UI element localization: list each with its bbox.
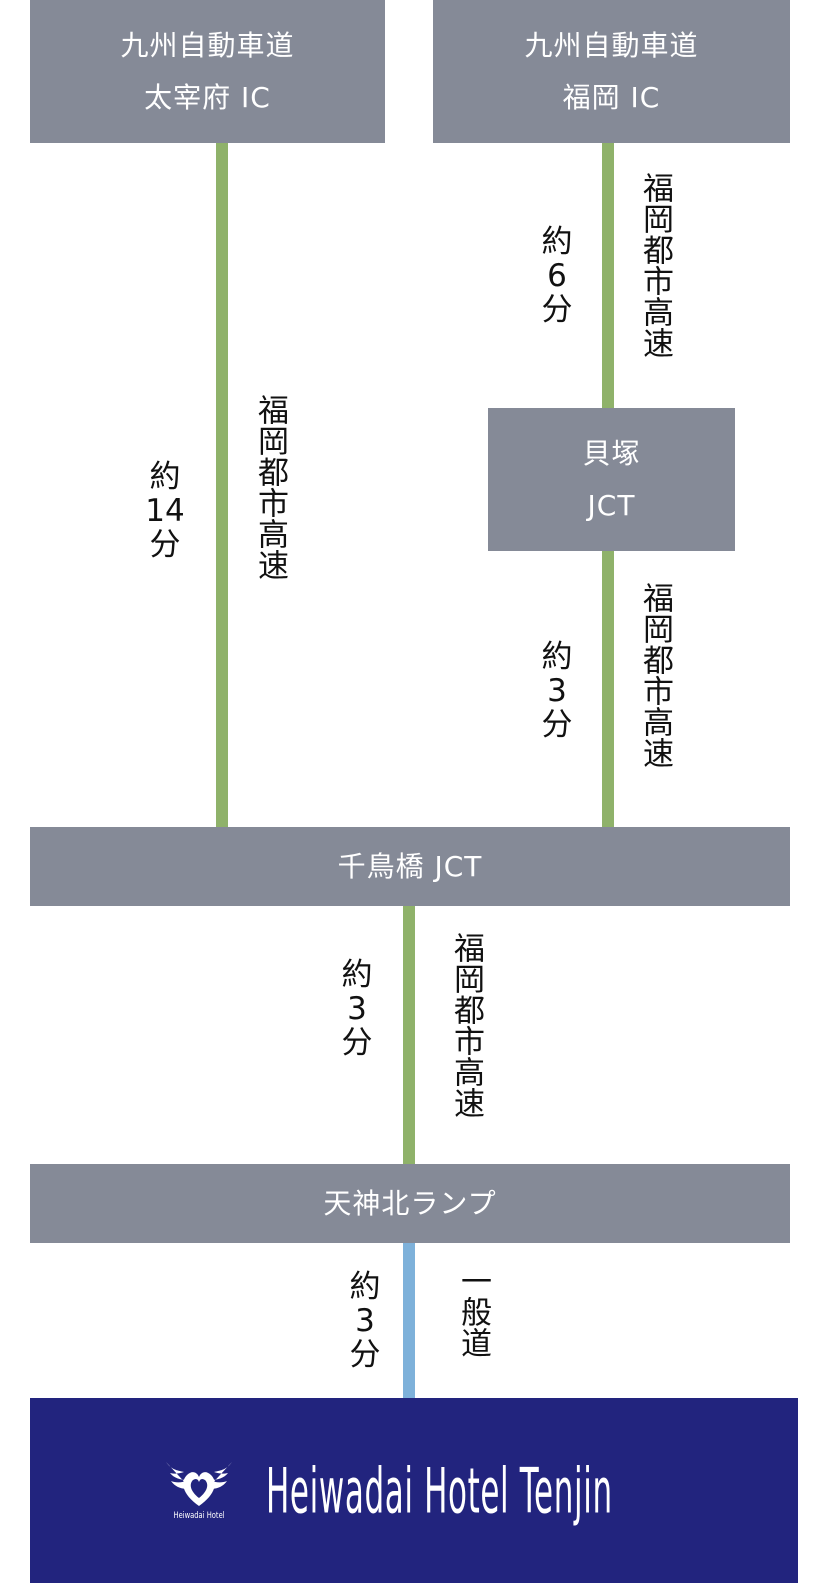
time-value: 14: [145, 493, 185, 529]
node-fukuoka-ic-line1: 九州自動車道: [524, 28, 699, 62]
time-value: 6: [547, 258, 567, 294]
node-dazaifu-ic-line1: 九州自動車道: [120, 28, 295, 62]
heart-wings-icon: [166, 1462, 232, 1506]
road-chidoribashi-tenjinkita: [403, 906, 415, 1164]
node-kaizuka-jct: 貝塚 JCT: [488, 408, 735, 551]
road-tenjinkita-hotel: [403, 1242, 415, 1402]
hotel-logo: Heiwadai Hotel: [162, 1460, 236, 1521]
time-fukuoka-kaizuka: 約 6 分: [517, 225, 597, 327]
hotel-banner: Heiwadai Hotel Heiwadai Hotel Tenjin: [30, 1398, 798, 1583]
road-fukuoka-kaizuka: [602, 143, 614, 409]
time-kaizuka-chidoribashi: 約 3 分: [517, 640, 597, 742]
time-unit: 分: [341, 1025, 373, 1061]
node-kaizuka-jct-line2: JCT: [587, 488, 636, 522]
time-prefix: 約: [541, 224, 573, 260]
node-chidoribashi-jct: 千鳥橋 JCT: [30, 827, 790, 906]
road-name-dazaifu-chidoribashi: 福岡都市高速: [252, 394, 288, 580]
road-name-chidoribashi-tenjinkita: 福岡都市高速: [448, 932, 484, 1118]
time-unit: 分: [541, 707, 573, 743]
logo-caption: Heiwadai Hotel: [173, 1511, 225, 1521]
node-tenjinkita-ramp-label: 天神北ランプ: [323, 1186, 497, 1220]
node-fukuoka-ic: 九州自動車道 福岡 IC: [433, 0, 790, 143]
time-prefix: 約: [149, 459, 181, 495]
road-kaizuka-chidoribashi: [602, 550, 614, 827]
road-dazaifu-chidoribashi: [216, 143, 228, 827]
node-fukuoka-ic-line2: 福岡 IC: [562, 80, 661, 114]
time-chidoribashi-tenjinkita: 約 3 分: [317, 958, 397, 1060]
time-dazaifu-chidoribashi: 約 14 分: [125, 460, 205, 562]
node-tenjinkita-ramp: 天神北ランプ: [30, 1164, 790, 1243]
time-prefix: 約: [541, 639, 573, 675]
hotel-name: Heiwadai Hotel Tenjin: [266, 1454, 613, 1527]
time-value: 3: [355, 1303, 375, 1339]
time-value: 3: [547, 673, 567, 709]
time-tenjinkita-hotel: 約 3 分: [325, 1270, 405, 1372]
time-unit: 分: [349, 1337, 381, 1373]
road-name-tenjinkita-hotel: 一般道: [455, 1265, 491, 1358]
node-chidoribashi-jct-label: 千鳥橋 JCT: [337, 849, 483, 883]
time-prefix: 約: [349, 1269, 381, 1305]
node-kaizuka-jct-line1: 貝塚: [582, 436, 641, 470]
time-value: 3: [347, 991, 367, 1027]
road-name-kaizuka-chidoribashi: 福岡都市高速: [637, 582, 673, 768]
time-unit: 分: [149, 527, 181, 563]
time-unit: 分: [541, 292, 573, 328]
node-dazaifu-ic: 九州自動車道 太宰府 IC: [30, 0, 385, 143]
road-name-fukuoka-kaizuka: 福岡都市高速: [637, 172, 673, 358]
time-prefix: 約: [341, 957, 373, 993]
node-dazaifu-ic-line2: 太宰府 IC: [144, 80, 271, 114]
